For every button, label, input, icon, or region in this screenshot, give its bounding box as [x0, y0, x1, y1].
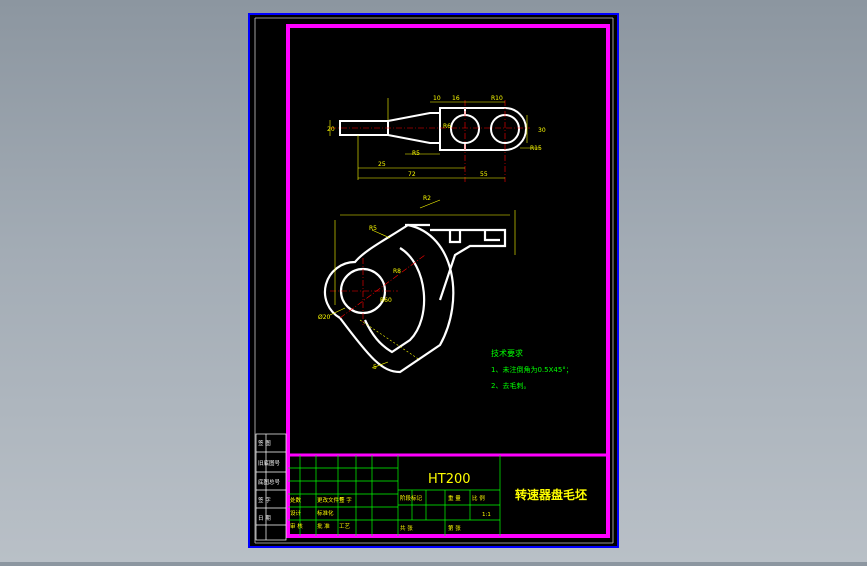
outer-border [248, 13, 619, 548]
drawing-scale: 1:1 [482, 512, 491, 518]
title-block-grid [286, 453, 610, 538]
dim-top-1: 16 [452, 95, 460, 102]
tb-row-1: 更改文件号 [317, 496, 345, 504]
dim-top-5: R15 [530, 145, 542, 152]
top-view-dimensions [329, 98, 540, 180]
dim-top-8: 55 [480, 171, 488, 178]
left-stamp-column [255, 433, 287, 541]
stamp-label-1: 旧底图号 [258, 459, 281, 467]
dim-top-3: R6 [443, 123, 451, 130]
dim-front-2: R8 [393, 268, 401, 275]
dim-front-3: R60 [380, 297, 392, 304]
tb-row-4: 标准化 [317, 509, 334, 517]
stamp-label-2: 底图总号 [258, 478, 281, 486]
tb-mid-3: 共 张 [400, 524, 413, 532]
dim-top-2: R10 [491, 95, 503, 102]
stamp-label-4: 日 期 [258, 515, 271, 522]
tb-row-2: 签 字 [339, 496, 352, 504]
tech-req-line-2: 2、去毛刺。 [491, 381, 530, 390]
front-view-dimensions [329, 199, 516, 369]
tb-row-5: 审 核 [290, 522, 303, 530]
dim-top-7: 72 [408, 171, 416, 178]
dim-top-10: 25 [378, 161, 386, 168]
tb-row-3: 设计 [290, 509, 302, 517]
tb-row-7: 工艺 [339, 523, 351, 530]
dim-top-6: 30 [538, 127, 546, 134]
dim-front-0: R2 [423, 195, 431, 202]
tech-req-title: 技术要求 [491, 348, 523, 358]
front-view-centerlines [330, 254, 426, 325]
dim-top-4: R5 [412, 150, 420, 157]
material-label: HT200 [428, 472, 471, 487]
tb-row-6: 批 准 [317, 522, 330, 530]
stamp-label-3: 签 字 [258, 496, 271, 504]
dim-front-5: 5 [373, 364, 377, 371]
tb-row-0: 处数 [290, 496, 302, 504]
tb-mid-2: 比 例 [472, 494, 485, 502]
tb-mid-1: 重 量 [448, 494, 461, 502]
tech-req-line-1: 1、未注倒角为0.5X45°； [491, 365, 573, 374]
dim-front-4: Ø20 [318, 314, 331, 321]
stamp-label-0: 签 图 [258, 439, 271, 447]
top-view-centerlines [330, 100, 530, 182]
part-name: 转速器盘毛坯 [515, 487, 587, 502]
dim-top-0: 10 [433, 95, 441, 102]
tb-mid-4: 第 张 [448, 524, 461, 532]
dim-front-1: R5 [369, 225, 377, 232]
tb-mid-0: 阶段标记 [400, 494, 423, 502]
dim-top-9: 20 [327, 126, 335, 133]
